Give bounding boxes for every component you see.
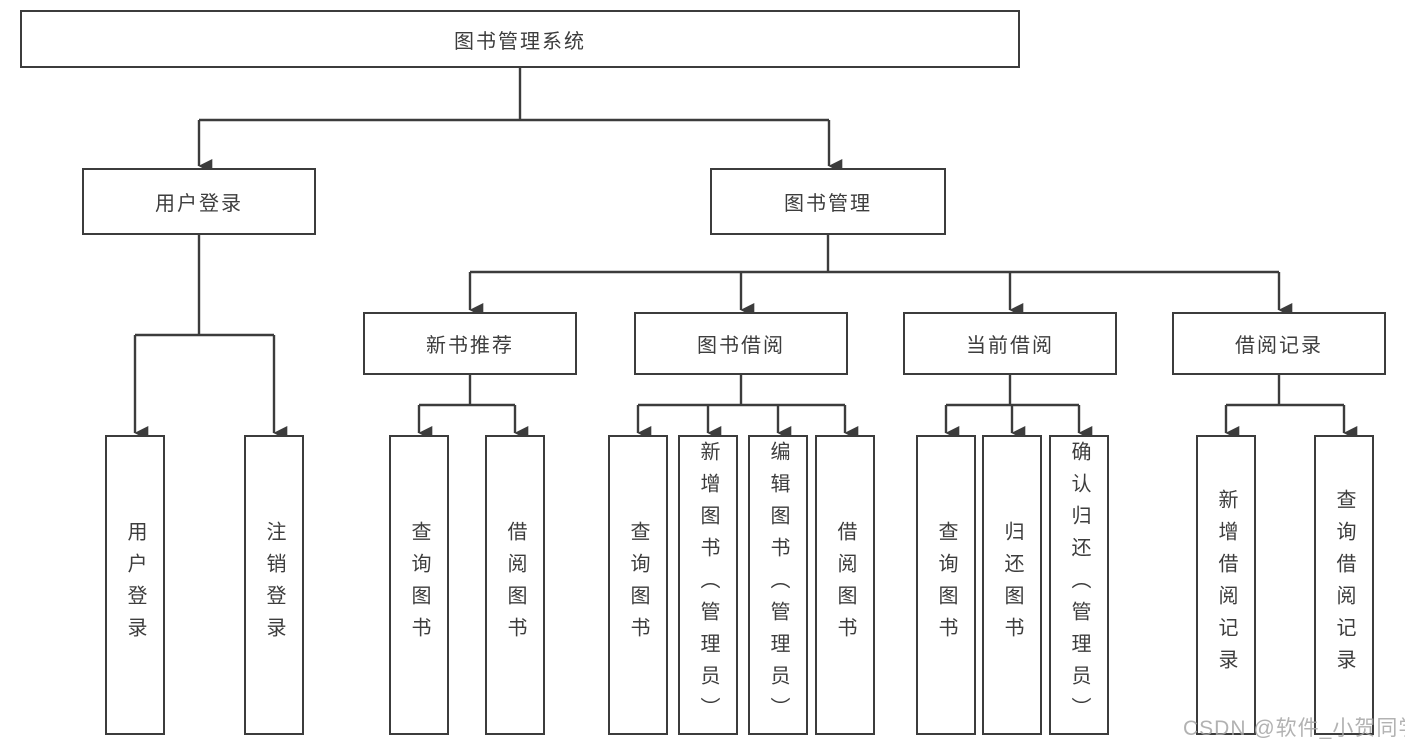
node-label-borrow-record: 借阅记录 <box>1235 335 1323 357</box>
node-label-book-borrow: 图书借阅 <box>697 335 785 357</box>
leaf-box-nbr-borrow-book: 借阅图书 <box>485 435 545 735</box>
node-box-root: 图书管理系统 <box>20 10 1020 68</box>
leaf-box-cb-return-book: 归还图书 <box>982 435 1042 735</box>
leaf-box-br-add-record: 新增借阅记录 <box>1196 435 1256 735</box>
leaf-label-cb-return-book: 归还图书 <box>1001 521 1023 649</box>
node-box-borrow-record: 借阅记录 <box>1172 312 1386 375</box>
node-label-book-mgmt: 图书管理 <box>784 193 872 215</box>
watermark: CSDN @软件_小贺同学 <box>1183 717 1405 740</box>
leaf-label-nbr-query-book: 查询图书 <box>408 521 430 649</box>
leaf-box-user-login: 用户登录 <box>105 435 165 735</box>
leaf-label-cb-confirm-return: 确认归还（管理员） <box>1068 441 1090 729</box>
leaf-label-logout: 注销登录 <box>263 521 285 649</box>
leaf-label-br-add-record: 新增借阅记录 <box>1215 489 1237 681</box>
leaf-box-cb-query-book: 查询图书 <box>916 435 976 735</box>
node-box-book-mgmt: 图书管理 <box>710 168 946 235</box>
node-box-book-borrow: 图书借阅 <box>634 312 848 375</box>
leaf-label-user-login: 用户登录 <box>124 521 146 649</box>
leaf-box-bb-query-book: 查询图书 <box>608 435 668 735</box>
leaf-box-cb-confirm-return: 确认归还（管理员） <box>1049 435 1109 735</box>
node-box-current-borrow: 当前借阅 <box>903 312 1117 375</box>
leaf-box-br-query-record: 查询借阅记录 <box>1314 435 1374 735</box>
node-label-current-borrow: 当前借阅 <box>966 335 1054 357</box>
node-box-user-login: 用户登录 <box>82 168 316 235</box>
leaf-box-bb-add-book: 新增图书（管理员） <box>678 435 738 735</box>
leaf-box-bb-edit-book: 编辑图书（管理员） <box>748 435 808 735</box>
leaf-label-nbr-borrow-book: 借阅图书 <box>504 521 526 649</box>
leaf-label-br-query-record: 查询借阅记录 <box>1333 489 1355 681</box>
leaf-label-cb-query-book: 查询图书 <box>935 521 957 649</box>
leaf-box-nbr-query-book: 查询图书 <box>389 435 449 735</box>
leaf-label-bb-add-book: 新增图书（管理员） <box>697 441 719 729</box>
leaf-label-bb-edit-book: 编辑图书（管理员） <box>767 441 789 729</box>
node-label-root: 图书管理系统 <box>454 30 586 53</box>
node-label-user-login: 用户登录 <box>155 193 243 215</box>
node-box-new-book-rec: 新书推荐 <box>363 312 577 375</box>
leaf-box-bb-borrow-book: 借阅图书 <box>815 435 875 735</box>
node-label-new-book-rec: 新书推荐 <box>426 335 514 357</box>
leaf-label-bb-query-book: 查询图书 <box>627 521 649 649</box>
leaf-label-bb-borrow-book: 借阅图书 <box>834 521 856 649</box>
leaf-box-logout: 注销登录 <box>244 435 304 735</box>
